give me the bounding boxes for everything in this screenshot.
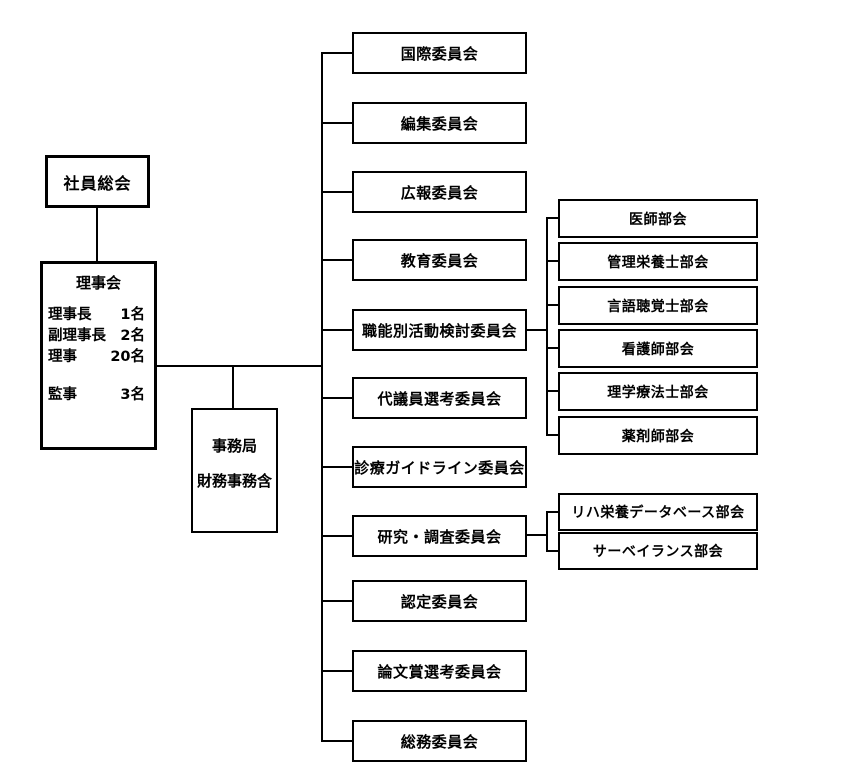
board-member-row: 副理事長 2名 [43,326,154,347]
subcommittee-box: リハ栄養データベース部会 [558,493,758,531]
subcommittee-box: 管理栄養士部会 [558,242,758,281]
prof-stub [546,347,558,349]
committee-stub [321,329,352,331]
subcommittee-label: 薬剤師部会 [621,428,695,445]
connector-research-feed [527,534,547,536]
subcommittee-box: 薬剤師部会 [558,416,758,455]
committee-box: 研究・調査委員会 [352,515,527,557]
subcommittee-box: 医師部会 [558,199,758,238]
committee-box: 診療ガイドライン委員会 [352,446,527,488]
subcommittee-label: サーベイランス部会 [592,544,724,560]
board-member-row: 理事 20名 [43,347,154,368]
committee-box: 認定委員会 [352,580,527,622]
board-member-count: 1名 [120,307,145,323]
connector-board-to-spine [155,365,323,367]
committee-label: 教育委員会 [400,251,479,270]
subcommittee-label: 管理栄養士部会 [607,254,709,271]
committee-box: 国際委員会 [352,32,527,74]
committee-stub [321,259,352,261]
subcommittee-box: 看護師部会 [558,329,758,368]
committee-box: 代議員選考委員会 [352,377,527,419]
subcommittee-label: 医師部会 [629,211,687,228]
subcommittee-box: サーベイランス部会 [558,532,758,570]
secretariat-line1: 事務局 [211,436,257,455]
committee-stub [321,52,352,54]
committee-stub [321,535,352,537]
connector-prof-feed [527,329,547,331]
subcommittee-label: 看護師部会 [621,341,695,358]
subcommittee-box: 言語聴覚士部会 [558,286,758,325]
board-member-row: 監事 3名 [43,385,154,406]
committee-label: 論文賞選考委員会 [377,662,502,681]
board-member-role: 監事 [48,387,77,403]
committee-stub [321,122,352,124]
research-stub [546,511,558,513]
committee-label: 研究・調査委員会 [377,527,502,546]
board-member-role: 理事長 [48,307,92,323]
subcommittee-label: 言語聴覚士部会 [607,298,709,315]
connector-secretariat [232,365,234,408]
secretariat-box: 事務局 財務事務含 [191,408,278,533]
committee-stub [321,466,352,468]
committee-box: 総務委員会 [352,720,527,762]
subcommittee-label: 理学療法士部会 [607,384,709,401]
committee-label: 職能別活動検討委員会 [361,321,517,340]
secretariat-line2: 財務事務含 [196,471,272,490]
prof-stub [546,260,558,262]
board-member-role: 理事 [48,349,77,365]
prof-spine [546,217,548,436]
general-meeting-label: 社員総会 [63,173,132,193]
subcommittee-label: リハ栄養データベース部会 [571,505,745,521]
research-stub [546,550,558,552]
board-member-count: 20名 [110,349,145,365]
committee-label: 診療ガイドライン委員会 [354,458,525,477]
board-title: 理事会 [75,274,121,292]
prof-stub [546,304,558,306]
connector-general-to-board [96,208,98,261]
board-member-count: 2名 [120,328,145,344]
committee-label: 編集委員会 [400,114,479,133]
committee-box: 職能別活動検討委員会 [352,309,527,351]
committee-stub [321,600,352,602]
board-member-role: 副理事長 [48,328,106,344]
board-member-row: 理事長 1名 [43,305,154,326]
committee-stub [321,397,352,399]
prof-stub [546,217,558,219]
subcommittee-box: 理学療法士部会 [558,372,758,411]
committee-label: 広報委員会 [400,183,479,202]
committee-box: 論文賞選考委員会 [352,650,527,692]
committee-label: 総務委員会 [400,732,479,751]
research-spine [546,511,548,552]
committee-label: 代議員選考委員会 [377,389,502,408]
prof-stub [546,434,558,436]
committee-stub [321,670,352,672]
committee-label: 認定委員会 [400,592,479,611]
committee-stub [321,740,352,742]
committee-stub [321,191,352,193]
committee-box: 編集委員会 [352,102,527,144]
board-member-count: 3名 [120,387,145,403]
general-meeting-box: 社員総会 [45,155,150,208]
committee-box: 教育委員会 [352,239,527,281]
committee-box: 広報委員会 [352,171,527,213]
board-box: 理事会 理事長 1名 副理事長 2名 理事 20名 監事 3名 [40,261,157,450]
prof-stub [546,390,558,392]
committee-label: 国際委員会 [400,44,479,63]
